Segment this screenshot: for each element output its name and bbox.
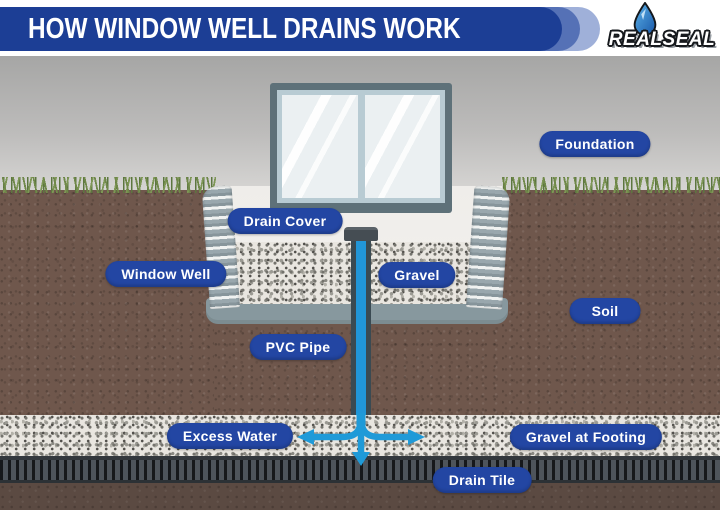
label-excess-water: Excess Water <box>166 423 294 449</box>
brand-name: REALSEAL <box>608 29 716 50</box>
label-soil: Soil <box>569 298 641 324</box>
window-glass-left <box>282 95 358 198</box>
diagram-scene: Foundation Drain Cover Window Well Grave… <box>0 56 720 510</box>
label-pvc-pipe: PVC Pipe <box>249 334 347 360</box>
grass-right <box>500 177 720 193</box>
label-foundation: Foundation <box>539 131 651 157</box>
brand-logo: REALSEAL <box>606 0 718 56</box>
basement-window <box>270 83 452 213</box>
soil-left <box>0 190 215 415</box>
soil-below-drain-tile <box>0 483 720 510</box>
water-flow-arrows <box>297 413 425 466</box>
label-gravel: Gravel <box>378 262 456 288</box>
header: HOW WINDOW WELL DRAINS WORK REALSEAL <box>0 0 720 56</box>
page-title: HOW WINDOW WELL DRAINS WORK <box>28 13 461 45</box>
window-frame-inner <box>277 90 445 203</box>
pvc-pipe-graphic <box>351 240 371 416</box>
title-banner: HOW WINDOW WELL DRAINS WORK <box>0 7 562 51</box>
label-drain-cover: Drain Cover <box>227 208 343 234</box>
label-window-well: Window Well <box>105 261 227 287</box>
water-drop-icon <box>633 2 657 36</box>
label-gravel-at-footing: Gravel at Footing <box>509 424 663 450</box>
drain-cover-cap <box>344 227 378 241</box>
window-glass-right <box>364 95 440 198</box>
label-drain-tile: Drain Tile <box>432 467 532 493</box>
grass-left <box>0 177 216 193</box>
